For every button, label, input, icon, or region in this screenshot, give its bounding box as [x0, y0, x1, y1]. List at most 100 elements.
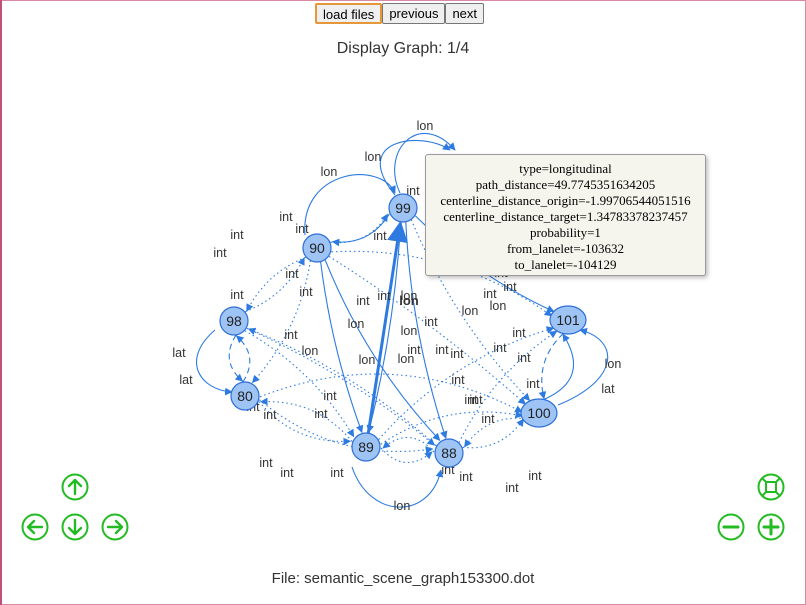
- edge-label: int: [373, 229, 387, 243]
- graph-edge[interactable]: [228, 334, 244, 382]
- graph-node[interactable]: 80: [230, 381, 260, 411]
- graph-edge[interactable]: [246, 327, 436, 446]
- edge-label: int: [230, 288, 244, 302]
- edge-label: lon: [365, 150, 382, 164]
- edge-label: int: [330, 466, 344, 480]
- edge-label: lat: [601, 382, 615, 396]
- graph-edge[interactable]: [464, 417, 526, 448]
- graph-edge[interactable]: [196, 329, 233, 396]
- graph-edge[interactable]: [379, 140, 451, 196]
- tooltip-line: type=longitudinal: [519, 161, 612, 176]
- node-label: 80: [237, 388, 253, 404]
- edge-label: int: [493, 341, 507, 355]
- edge-label: int: [230, 228, 244, 242]
- graph-node[interactable]: 100: [520, 398, 558, 428]
- edge-label: int: [469, 393, 483, 407]
- tooltip-line: centerline_distance_origin=-1.9970654405…: [440, 193, 691, 208]
- edge-label: int: [323, 389, 337, 403]
- edge-label: lon: [302, 344, 319, 358]
- graph-edge[interactable]: [324, 259, 441, 441]
- edge-label: lon: [401, 289, 418, 303]
- edge-label: lon: [417, 119, 434, 133]
- edge-label: int: [406, 184, 420, 198]
- arrow-left-icon[interactable]: [21, 513, 49, 541]
- graph-edge[interactable]: [462, 418, 524, 449]
- edge-label: int: [528, 469, 542, 483]
- graph-edge[interactable]: [557, 327, 609, 406]
- node-label: 99: [395, 200, 411, 216]
- edge-label: lat: [179, 373, 193, 387]
- graph-edge[interactable]: [251, 260, 311, 384]
- highlighted-edge[interactable]: [366, 220, 408, 434]
- load-files-button[interactable]: load files: [315, 3, 383, 24]
- graph-edge[interactable]: [259, 373, 523, 413]
- arrow-right-icon[interactable]: [101, 513, 129, 541]
- tooltip-line: centerline_distance_target=1.34783378237…: [443, 209, 688, 224]
- edge-label: int: [505, 481, 519, 495]
- edge-label: int: [512, 326, 526, 340]
- graph-node[interactable]: 88: [434, 438, 464, 468]
- graph-edge[interactable]: [320, 261, 364, 434]
- graph-edge[interactable]: [538, 332, 564, 400]
- edge-label: int: [526, 377, 540, 391]
- graph-edge[interactable]: [331, 250, 553, 317]
- graph-edge[interactable]: [259, 399, 434, 454]
- window-edge: [0, 0, 2, 605]
- graph-edge[interactable]: [245, 257, 305, 313]
- edge-label: lon: [401, 324, 418, 338]
- graph-edge[interactable]: [366, 221, 402, 433]
- edge-label: int: [299, 285, 313, 299]
- previous-button[interactable]: previous: [382, 3, 446, 24]
- edge-label: int: [279, 210, 293, 224]
- graph-edge[interactable]: [351, 466, 444, 508]
- next-button[interactable]: next: [445, 3, 485, 24]
- edge-label: lon: [398, 352, 415, 366]
- graph-node[interactable]: 101: [549, 305, 587, 335]
- node-label: 98: [226, 313, 242, 329]
- graph-edge[interactable]: [247, 327, 437, 447]
- edge-label: lon: [348, 317, 365, 331]
- graph-edge[interactable]: [380, 410, 524, 445]
- edge-label: int: [459, 470, 473, 484]
- edge-label: int: [483, 287, 497, 301]
- edge-label: int: [213, 246, 227, 260]
- file-name: File: semantic_scene_graph153300.dot: [271, 570, 535, 587]
- edge-label: int: [377, 289, 391, 303]
- fit-icon[interactable]: [757, 473, 785, 501]
- graph-node[interactable]: 89: [351, 432, 381, 462]
- tooltip-line: to_lanelet=-104129: [514, 257, 617, 272]
- node-label: 89: [358, 439, 374, 455]
- graph-edge[interactable]: [405, 221, 448, 439]
- graph-edge[interactable]: [244, 330, 355, 438]
- graph-edge[interactable]: [382, 436, 435, 453]
- edge-label: lon: [462, 304, 479, 318]
- edge-label: int: [451, 373, 465, 387]
- graph-edge[interactable]: [410, 219, 531, 402]
- edge-label: int: [435, 343, 449, 357]
- graph-edge[interactable]: [235, 335, 251, 383]
- toolbar: load files previous next: [315, 3, 485, 24]
- arrow-up-icon[interactable]: [61, 473, 89, 501]
- zoom-in-icon[interactable]: [757, 513, 785, 541]
- graph-edge[interactable]: [304, 174, 396, 236]
- edge-label: lon: [394, 499, 411, 513]
- edge-label: int: [481, 412, 495, 426]
- edge-label: int: [517, 351, 531, 365]
- node-label: 101: [556, 312, 580, 328]
- graph-edge[interactable]: [380, 447, 433, 464]
- arrow-down-icon[interactable]: [61, 513, 89, 541]
- graph-node[interactable]: 98: [219, 306, 249, 336]
- graph-edge[interactable]: [246, 256, 306, 312]
- edge-label: lon: [321, 165, 338, 179]
- graph-node[interactable]: 99: [388, 193, 418, 223]
- graph-edge[interactable]: [543, 333, 575, 401]
- edge-label: int: [295, 222, 309, 236]
- graph-edge[interactable]: [328, 255, 526, 405]
- tooltip-line: probability=1: [530, 225, 601, 240]
- zoom-out-icon[interactable]: [717, 513, 745, 541]
- edge-label: int: [259, 456, 273, 470]
- edge-label: int: [450, 347, 464, 361]
- graph-node[interactable]: 90: [302, 233, 332, 263]
- edge-tooltip: type=longitudinal path_distance=49.77453…: [425, 154, 706, 276]
